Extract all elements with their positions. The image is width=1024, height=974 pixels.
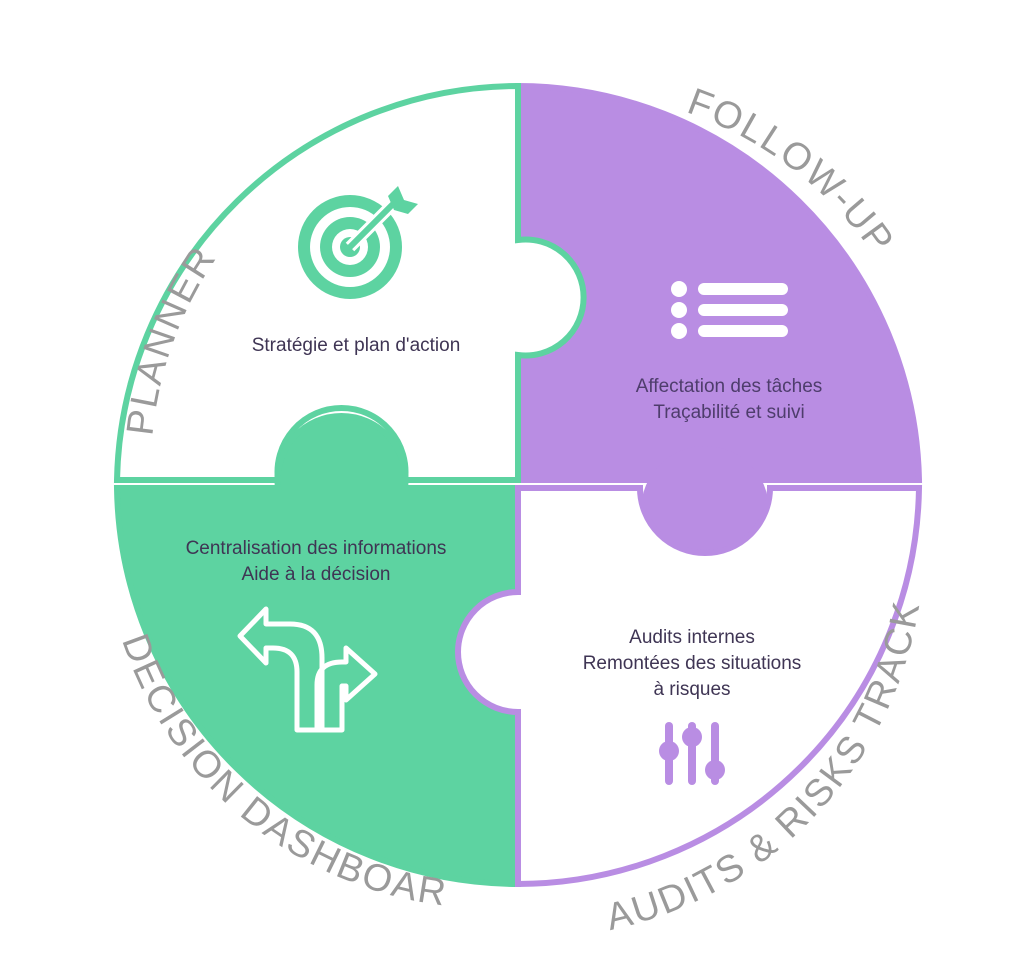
audits-line-3: à risques — [653, 679, 730, 700]
target-icon — [298, 186, 418, 299]
sliders-icon — [659, 722, 725, 785]
follow-up-line-1: Affectation des tâches — [636, 376, 823, 397]
list-icon — [671, 281, 788, 339]
follow-up-line-2: Traçabilité et suivi — [653, 402, 804, 423]
planner-line-1: Stratégie et plan d'action — [252, 335, 461, 356]
decision-line-1: Centralisation des informations — [186, 538, 447, 559]
direction-arrows-icon — [237, 606, 378, 733]
audits-piece — [455, 485, 923, 888]
audits-line-2: Remontées des situations — [583, 653, 802, 674]
audits-line-1: Audits internes — [629, 627, 755, 648]
decision-line-2: Aide à la décision — [242, 564, 391, 585]
